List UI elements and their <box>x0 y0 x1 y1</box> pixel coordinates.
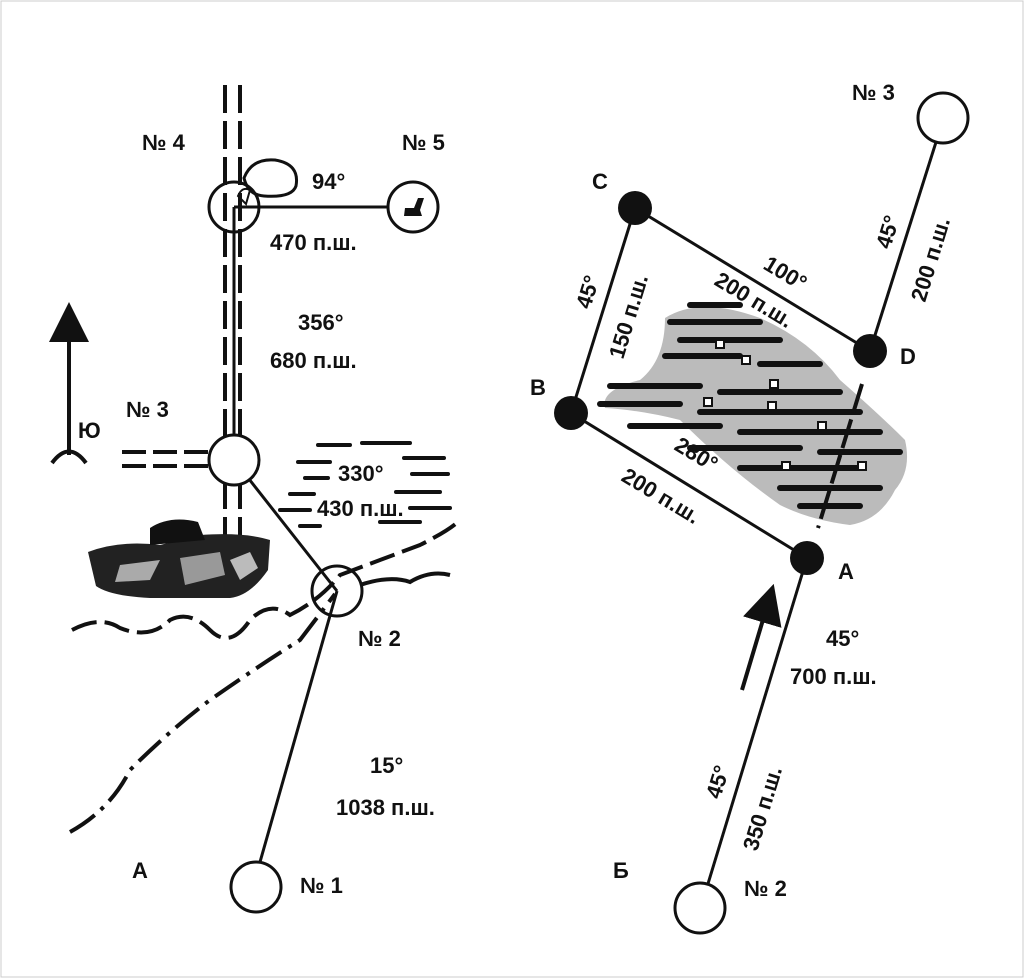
diagram-b-caption: Б <box>613 858 629 883</box>
waypoint-5-circle <box>386 180 440 234</box>
leg-2-a-line <box>705 557 809 888</box>
leg-a-b-distance: 200 п.ш. <box>617 463 704 529</box>
waypoint-2-circle <box>310 564 364 618</box>
leg-4-5-distance: 470 п.ш. <box>270 230 357 255</box>
leg-2-3-line <box>232 459 339 592</box>
point-c-dot <box>618 191 652 225</box>
point-b-label: B <box>530 375 546 400</box>
waypoint-b2-label: № 2 <box>744 876 787 901</box>
route-summary-azimuth: 45° <box>826 626 859 651</box>
leg-d-3-line <box>868 119 945 352</box>
leg-b-c-azimuth: 45° <box>571 272 605 311</box>
terrain-rocks-a <box>88 519 270 598</box>
leg-3-4-distance: 680 п.ш. <box>270 348 357 373</box>
waypoint-3-label: № 3 <box>126 397 169 422</box>
leg-b-c-line <box>569 207 637 414</box>
diagram-b: A B C D № 2 № 3 45° 350 п.ш. 280° 200 п.… <box>530 80 970 935</box>
leg-2-a-azimuth: 45° <box>701 762 735 801</box>
diagram-a-caption: А <box>132 858 148 883</box>
diagram-a: Ю № 1 № 2 № 3 № 4 № 5 15° 1038 п.ш. 330°… <box>49 85 462 914</box>
point-d-dot <box>853 334 887 368</box>
stream-line <box>69 592 337 834</box>
point-d-label: D <box>900 344 916 369</box>
point-c-label: C <box>592 169 608 194</box>
lake-fragment <box>236 187 252 206</box>
boot-icon <box>404 198 424 216</box>
boundary-line <box>71 518 462 640</box>
north-arrow-base <box>50 449 88 465</box>
waypoint-b3-label: № 3 <box>852 80 895 105</box>
leg-2-a-distance: 350 п.ш. <box>738 763 787 853</box>
waypoint-4-label: № 4 <box>142 130 186 155</box>
waypoint-1-label: № 1 <box>300 873 343 898</box>
leg-3-4-azimuth: 356° <box>298 310 344 335</box>
waypoint-2-label: № 2 <box>358 626 401 651</box>
leg-2-3-distance: 430 п.ш. <box>317 496 404 521</box>
leg-1-2-line <box>258 590 339 863</box>
waypoint-4-circle <box>207 180 261 234</box>
north-label: Ю <box>78 418 101 443</box>
point-b-dot <box>554 396 588 430</box>
route-summary-distance: 700 п.ш. <box>790 664 877 689</box>
road-horizontal <box>122 450 208 468</box>
waypoint-b2-circle <box>673 881 727 935</box>
road-vertical <box>223 85 242 560</box>
boundary-line-2 <box>359 571 451 587</box>
ridge-line <box>816 383 864 529</box>
point-a-label: A <box>838 559 854 584</box>
leg-1-2-azimuth: 15° <box>370 753 403 778</box>
terrain-hatch-a <box>278 441 452 528</box>
waypoint-b3-circle <box>916 91 970 145</box>
terrain-block-b <box>597 302 908 525</box>
leg-c-d-line <box>634 206 871 353</box>
waypoint-1-circle <box>229 860 283 914</box>
leg-d-3-distance: 200 п.ш. <box>906 214 955 304</box>
leg-d-3-azimuth: 45° <box>871 212 905 251</box>
waypoint-3-circle <box>207 433 261 487</box>
leg-4-5-azimuth: 94° <box>312 169 345 194</box>
waypoint-5-label: № 5 <box>402 130 445 155</box>
leg-1-2-distance: 1038 п.ш. <box>336 795 435 820</box>
point-a-dot <box>790 541 824 575</box>
leg-2-3-azimuth: 330° <box>338 461 384 486</box>
direction-arrow <box>740 583 782 691</box>
leg-a-b-line <box>570 411 808 560</box>
